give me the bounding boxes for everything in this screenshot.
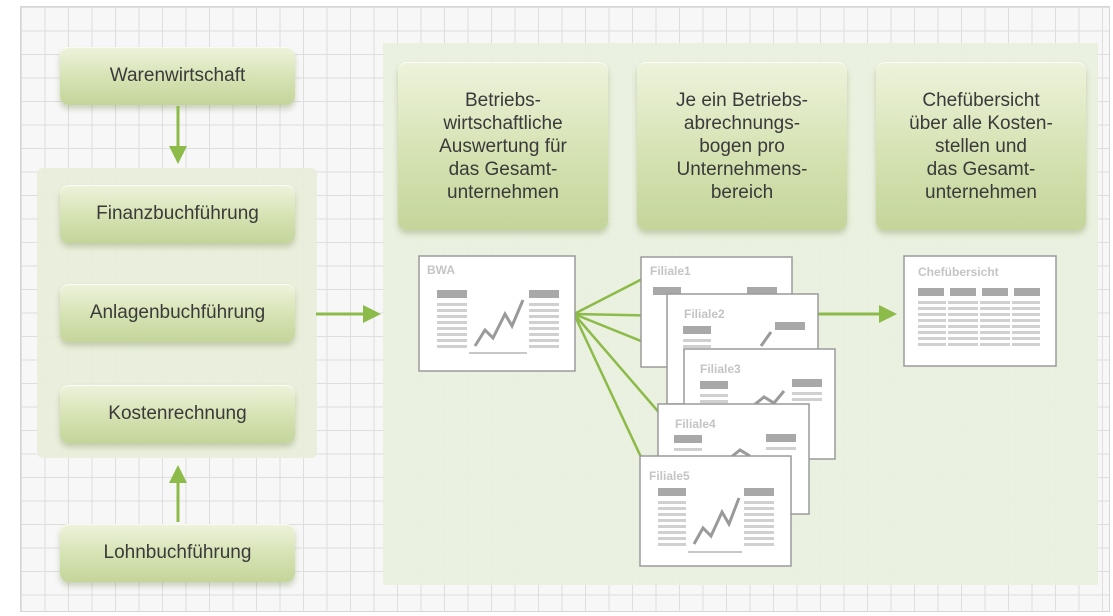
- filiale5-document: Filiale5: [639, 455, 792, 567]
- bwa-doc-title: BWA: [427, 263, 455, 277]
- fan-line-filiale5: [572, 313, 650, 473]
- filiale1-doc-title: Filiale1: [650, 264, 691, 278]
- kostenrechnung-box: Kostenrechnung: [60, 385, 295, 443]
- fan-line-filiale4: [573, 313, 663, 417]
- filiale4-doc-title: Filiale4: [675, 417, 716, 431]
- filiale5-doc-title: Filiale5: [649, 469, 690, 483]
- fan-lines: [572, 274, 689, 473]
- filiale3-doc-title: Filiale3: [700, 362, 741, 376]
- chefuebersicht-document: Chefübersicht: [903, 255, 1057, 367]
- bwa-description-box: Betriebs- wirtschaftliche Auswertung für…: [398, 62, 608, 230]
- warenwirtschaft-box: Warenwirtschaft: [60, 47, 295, 105]
- filiale2-doc-title: Filiale2: [684, 307, 725, 321]
- chef-description-box: Chefübersicht über alle Kosten- stellen …: [876, 62, 1086, 230]
- chef-doc-title: Chefübersicht: [918, 265, 999, 279]
- bab-description-box: Je ein Betriebs- abrechnungs- bogen pro …: [637, 62, 847, 230]
- anlagenbuchfuehrung-box: Anlagenbuchführung: [60, 284, 295, 342]
- bwa-document: BWA: [418, 255, 576, 372]
- fan-line-filiale1: [573, 274, 649, 316]
- finanzbuchfuehrung-box: Finanzbuchführung: [60, 185, 295, 243]
- lohnbuchfuehrung-box: Lohnbuchführung: [60, 524, 295, 582]
